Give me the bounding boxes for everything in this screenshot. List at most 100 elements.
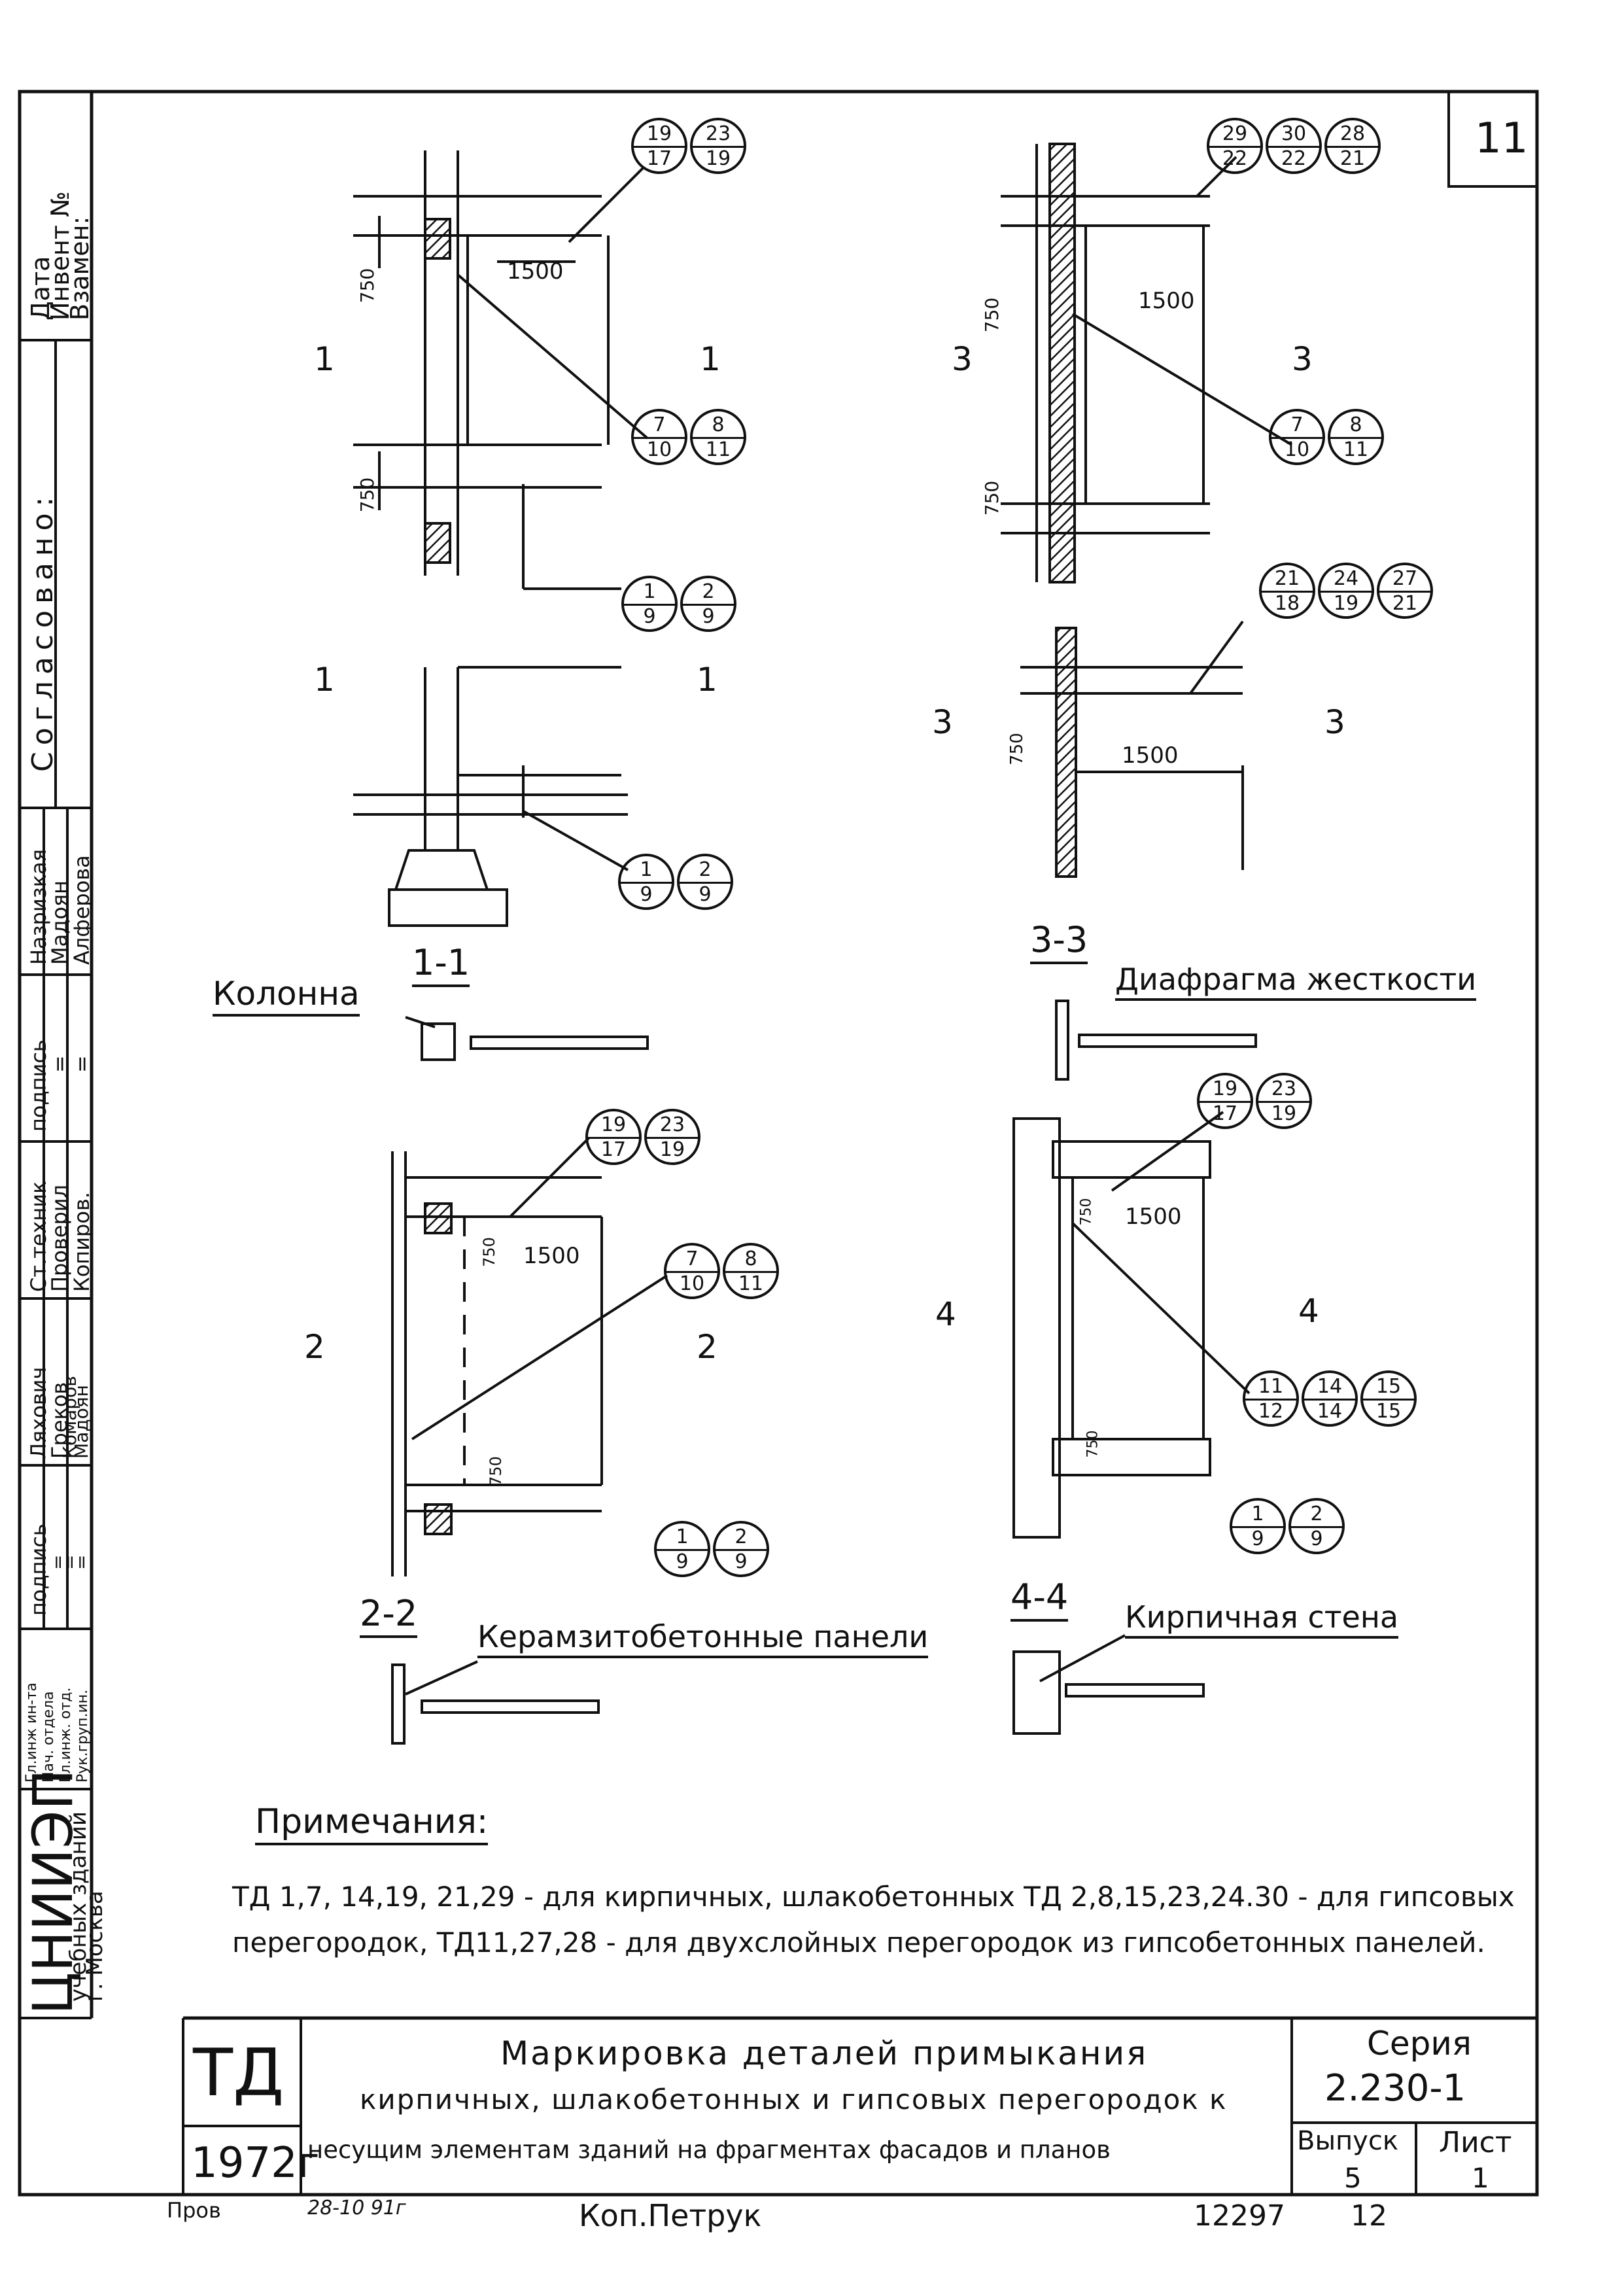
mark-bottom: 22 bbox=[1281, 147, 1307, 170]
mark-top: 28 bbox=[1339, 122, 1366, 145]
pos-1: Гл.инж ин-та bbox=[24, 1682, 40, 1783]
dim-750-e: 750 bbox=[1007, 733, 1027, 765]
footer-signature-date: 28-10 91г bbox=[307, 2197, 406, 2220]
section-title-2-2: 2-2 bbox=[360, 1593, 418, 1638]
section-title-3-3: 3-3 bbox=[1030, 919, 1088, 964]
sig-sign-top: подпись bbox=[26, 1039, 51, 1132]
mark-divider bbox=[683, 604, 734, 606]
mark-divider bbox=[1200, 1101, 1251, 1103]
mark-bottom: 19 bbox=[705, 147, 731, 170]
dim-750-h: 750 bbox=[1078, 1198, 1095, 1226]
mark-bottom: 10 bbox=[1284, 438, 1310, 461]
mark-divider bbox=[624, 604, 675, 606]
section-mark-3-left: 3 bbox=[952, 340, 973, 378]
dim-750-g: 750 bbox=[486, 1456, 505, 1486]
footer-page: 12 bbox=[1351, 2199, 1387, 2233]
mark-top: 1 bbox=[640, 858, 653, 881]
section-mark-1-left: 1 bbox=[314, 340, 335, 378]
mark-top: 23 bbox=[659, 1113, 685, 1136]
mark-bottom: 22 bbox=[1222, 147, 1248, 170]
footer-checked: Пров bbox=[167, 2198, 221, 2223]
mark-divider bbox=[1268, 146, 1319, 148]
mark-divider bbox=[1209, 146, 1260, 148]
mark-bottom: 11 bbox=[1343, 438, 1369, 461]
detail-column-facade bbox=[353, 150, 649, 590]
tb-title-1: Маркировка деталей примыкания bbox=[500, 2034, 1149, 2072]
sig-checked: Проверил bbox=[47, 1184, 72, 1292]
mark-divider bbox=[621, 882, 672, 884]
tb-series-label: Серия bbox=[1367, 2025, 1472, 2063]
mark-top: 14 bbox=[1317, 1375, 1343, 1398]
mark-divider bbox=[725, 1271, 776, 1273]
mark-divider bbox=[1379, 591, 1430, 593]
mark-bottom: 11 bbox=[705, 438, 731, 461]
tb-title-2: кирпичных, шлакобетонных и гипсовых пере… bbox=[360, 2083, 1228, 2116]
detail-diaphragm-facade bbox=[1001, 143, 1293, 583]
section-mark-3-right: 3 bbox=[1292, 340, 1313, 378]
mark-top: 21 bbox=[1274, 567, 1300, 590]
mark-divider bbox=[693, 146, 744, 148]
mark-top: 8 bbox=[712, 413, 725, 436]
section-title-1-1: 1-1 bbox=[412, 942, 470, 987]
mark-top: 15 bbox=[1375, 1375, 1402, 1398]
sig-sign-top-2: = bbox=[47, 1055, 72, 1073]
mark-divider bbox=[588, 1137, 639, 1139]
section-mark-3-right-b: 3 bbox=[1324, 703, 1345, 741]
mark-top: 1 bbox=[676, 1525, 689, 1548]
detail-panel-facade bbox=[391, 1137, 668, 1576]
mark-divider bbox=[1271, 437, 1322, 439]
mark-top: 8 bbox=[1349, 413, 1362, 436]
mark-bottom: 10 bbox=[646, 438, 672, 461]
footer-order: 12297 bbox=[1194, 2199, 1285, 2233]
dim-1500-c: 1500 bbox=[1138, 288, 1195, 314]
mark-divider bbox=[634, 437, 685, 439]
dim-750-d: 750 bbox=[981, 480, 1003, 516]
mark-top: 29 bbox=[1222, 122, 1248, 145]
sig-name-4: Мадоян bbox=[71, 1385, 92, 1459]
mark-divider bbox=[666, 1271, 717, 1273]
tb-issue-label: Выпуск bbox=[1297, 2126, 1398, 2156]
mark-divider bbox=[1258, 1101, 1309, 1103]
mark-top: 1 bbox=[643, 580, 656, 603]
mark-bottom: 17 bbox=[646, 147, 672, 170]
mark-bottom: 9 bbox=[702, 605, 715, 628]
mark-bottom: 10 bbox=[679, 1272, 705, 1295]
notes-line-1: ТД 1,7, 14,19, 21,29 - для кирпичных, шл… bbox=[232, 1881, 1515, 1913]
sheet-number: 11 bbox=[1475, 114, 1529, 163]
mark-top: 2 bbox=[699, 858, 712, 881]
mark-top: 2 bbox=[1310, 1503, 1323, 1525]
mark-top: 24 bbox=[1333, 567, 1359, 590]
notes-line-2: перегородок, ТД11,27,28 - для двухслойны… bbox=[232, 1926, 1485, 1959]
mark-top: 2 bbox=[734, 1525, 748, 1548]
dim-750-f: 750 bbox=[479, 1237, 498, 1267]
section-mark-4-right: 4 bbox=[1298, 1292, 1319, 1330]
stamp-agreed: Согласовано: bbox=[26, 490, 60, 772]
org-city: г. Москва bbox=[82, 1890, 108, 2002]
section-mark-1-right: 1 bbox=[700, 340, 721, 378]
notes-title: Примечания: bbox=[255, 1802, 489, 1845]
section-mark-2-right: 2 bbox=[697, 1328, 717, 1366]
mark-bottom: 19 bbox=[1333, 592, 1359, 615]
mark-divider bbox=[1321, 591, 1372, 593]
mark-divider bbox=[634, 146, 685, 148]
dim-1500-e: 1500 bbox=[1122, 742, 1179, 769]
mark-bottom: 14 bbox=[1317, 1400, 1343, 1423]
legend-brick-wall: Кирпичная стена bbox=[1125, 1599, 1399, 1639]
section-mark-4-left: 4 bbox=[935, 1295, 956, 1333]
